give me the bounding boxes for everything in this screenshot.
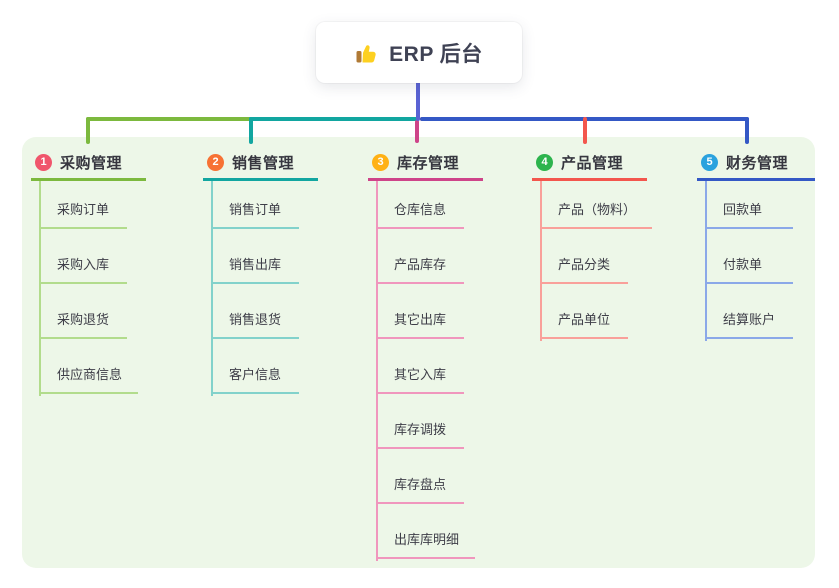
child-node[interactable]: 产品库存 [376,229,464,284]
branch-finance: 5 财务管理 回款单 付款单 结算账户 [697,146,815,341]
branch-product: 4 产品管理 产品（物料） 产品分类 产品单位 [532,146,653,341]
child-node[interactable]: 产品分类 [540,229,628,284]
branch-inventory-node[interactable]: 3 库存管理 [368,146,483,181]
child-node[interactable]: 其它入库 [376,339,464,394]
child-node[interactable]: 回款单 [705,181,793,229]
connector-purchase-vline [86,117,90,144]
child-node[interactable]: 产品单位 [540,284,628,339]
child-node[interactable]: 库存盘点 [376,449,464,504]
branch-title: 采购管理 [60,154,123,172]
branch-number-badge: 1 [35,153,52,171]
thumbs-up-icon [355,41,379,65]
branch-purchase: 1 采购管理 采购订单 采购入库 采购退货 供应商信息 [31,146,146,396]
child-node[interactable]: 采购订单 [39,181,127,229]
child-node[interactable]: 采购入库 [39,229,127,284]
root-node[interactable]: ERP 后台 [316,22,522,83]
connector-finance-vline [745,117,749,144]
child-node[interactable]: 库存调拨 [376,394,464,449]
child-node[interactable]: 销售订单 [211,181,299,229]
connector-inventory-vline [415,120,419,143]
branch-title: 产品管理 [561,154,624,172]
branches-background-panel [22,137,815,568]
child-node[interactable]: 销售出库 [211,229,299,284]
branch-sales: 2 销售管理 销售订单 销售出库 销售退货 客户信息 [203,146,318,396]
branch-finance-node[interactable]: 5 财务管理 [697,146,815,181]
child-node[interactable]: 出库库明细 [376,504,476,559]
child-node[interactable]: 其它出库 [376,284,464,339]
branch-inventory: 3 库存管理 仓库信息 产品库存 其它出库 其它入库 库存调拨 库存盘点 出库库… [368,146,483,561]
branch-title: 库存管理 [397,154,460,172]
branch-finance-children: 回款单 付款单 结算账户 [705,181,793,341]
root-node-title: ERP 后台 [389,42,483,66]
connector-product-vline [583,117,587,144]
branch-product-node[interactable]: 4 产品管理 [532,146,647,181]
child-node[interactable]: 采购退货 [39,284,127,339]
branch-number-badge: 5 [701,153,718,171]
child-node[interactable]: 仓库信息 [376,181,464,229]
child-node[interactable]: 客户信息 [211,339,299,394]
branch-sales-children: 销售订单 销售出库 销售退货 客户信息 [211,181,299,396]
branch-purchase-children: 采购订单 采购入库 采购退货 供应商信息 [39,181,139,396]
connector-sales-hline [249,117,418,121]
branch-number-badge: 2 [207,153,224,171]
child-node[interactable]: 销售退货 [211,284,299,339]
branch-number-badge: 3 [372,153,389,171]
child-node[interactable]: 结算账户 [705,284,793,339]
branch-number-badge: 4 [536,153,553,171]
child-node[interactable]: 付款单 [705,229,793,284]
connector-sales-vline [249,117,253,144]
branch-purchase-node[interactable]: 1 采购管理 [31,146,146,181]
branch-title: 财务管理 [726,154,789,172]
child-node[interactable]: 产品（物料） [540,181,653,229]
child-node[interactable]: 供应商信息 [39,339,139,394]
branch-inventory-children: 仓库信息 产品库存 其它出库 其它入库 库存调拨 库存盘点 出库库明细 [376,181,476,561]
branch-product-children: 产品（物料） 产品分类 产品单位 [540,181,653,341]
connector-root-vline [416,81,420,121]
branch-sales-node[interactable]: 2 销售管理 [203,146,318,181]
branch-title: 销售管理 [232,154,295,172]
